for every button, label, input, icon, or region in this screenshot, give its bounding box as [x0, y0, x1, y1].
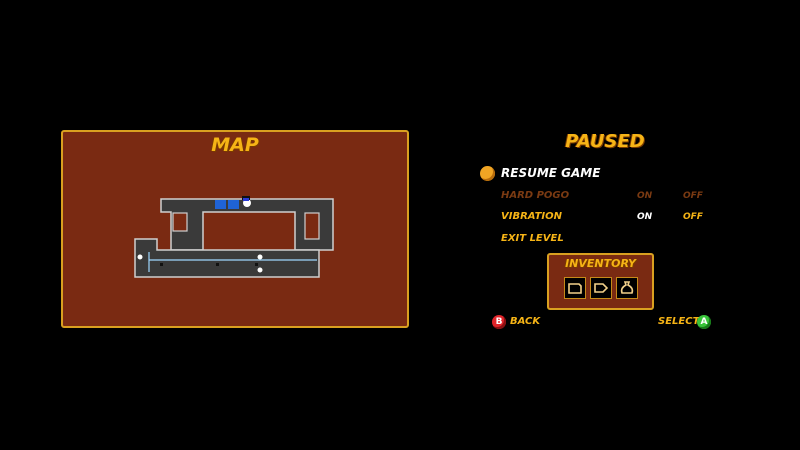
- vibration-on[interactable]: ON: [637, 212, 653, 222]
- inventory-title: INVENTORY: [565, 257, 636, 270]
- pause-title: PAUSED: [565, 131, 645, 152]
- hard-pogo-option[interactable]: HARD POGO: [501, 190, 570, 201]
- select-prompt[interactable]: SELECT: [658, 316, 700, 327]
- player-marker: [242, 196, 251, 207]
- inventory-slot[interactable]: [564, 277, 586, 299]
- map-title: MAP: [211, 134, 259, 156]
- vibration-off[interactable]: OFF: [683, 212, 703, 222]
- map-piece-icon: [594, 283, 609, 293]
- map-room-bottom: [134, 238, 320, 278]
- selection-cursor-icon: [480, 166, 495, 181]
- map-piece-icon: [568, 283, 582, 294]
- back-prompt[interactable]: BACK: [510, 316, 541, 327]
- a-button-icon[interactable]: A: [697, 315, 711, 329]
- hard-pogo-on[interactable]: ON: [637, 191, 653, 201]
- map-item-dot: [257, 254, 263, 260]
- inventory-panel: INVENTORY: [547, 253, 654, 310]
- map-inner-right: [304, 212, 320, 240]
- exit-level-option[interactable]: EXIT LEVEL: [501, 233, 564, 244]
- map-inner-left: [172, 212, 188, 232]
- b-button-icon[interactable]: B: [492, 315, 506, 329]
- map-door-marker: [228, 200, 239, 209]
- map-door-marker: [215, 200, 226, 209]
- vibration-option[interactable]: VIBRATION: [501, 211, 562, 222]
- inventory-slot[interactable]: [616, 277, 638, 299]
- map-item-dot: [257, 267, 263, 273]
- hard-pogo-off[interactable]: OFF: [683, 191, 703, 201]
- level-map: [134, 196, 334, 278]
- treasure-bag-icon: [620, 281, 634, 294]
- map-item-dot: [137, 254, 143, 260]
- resume-game-option[interactable]: RESUME GAME: [501, 166, 601, 180]
- inventory-slot[interactable]: [590, 277, 612, 299]
- map-room-top: [160, 198, 334, 251]
- map-panel: MAP: [61, 130, 409, 328]
